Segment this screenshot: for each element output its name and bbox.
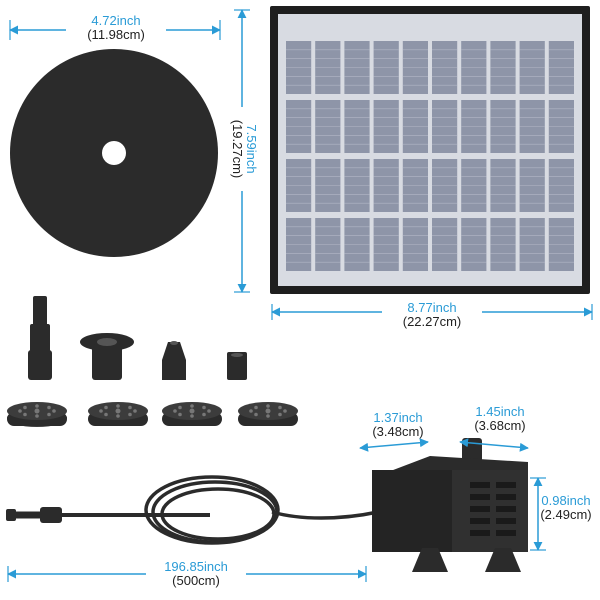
spray-hole — [35, 404, 39, 408]
panel-height-inch: 7.59inch — [244, 124, 259, 174]
pump-length-dimension-line — [359, 438, 429, 452]
spray-hole — [47, 412, 51, 417]
panel-width-label: 8.77inch (22.27cm) — [382, 300, 482, 330]
pump-width-label: 1.45inch (3.68cm) — [460, 404, 540, 434]
panel-height-cm: (19.27cm) — [229, 119, 245, 179]
spray-hole — [266, 414, 270, 418]
pump-suction-cup-left — [412, 548, 448, 572]
spray-head-holes — [18, 404, 287, 418]
nozzle-tall — [28, 296, 52, 380]
spray-hole — [23, 412, 27, 417]
vent-slot — [496, 518, 516, 524]
nozzle-short — [227, 352, 247, 380]
cable-length-inch: 196.85inch — [164, 559, 228, 574]
vent-slot — [496, 494, 516, 500]
pump-suction-cup-right — [485, 548, 521, 572]
spray-hole — [278, 405, 282, 410]
pump-length-inch: 1.37inch — [373, 410, 423, 425]
spray-head-1 — [7, 402, 67, 427]
spray-hole — [283, 409, 287, 413]
spray-hole — [265, 408, 271, 414]
spray-hole — [254, 405, 258, 410]
spray-hole — [35, 414, 39, 418]
spray-hole — [116, 404, 120, 408]
spray-hole — [207, 409, 211, 413]
spray-hole — [266, 404, 270, 408]
pump-width-dimension-line — [459, 438, 529, 452]
spray-hole — [190, 404, 194, 408]
water-pump — [372, 438, 528, 572]
spray-hole — [23, 405, 27, 410]
spray-hole — [104, 405, 108, 410]
spray-hole — [128, 412, 132, 417]
foam-disc — [10, 49, 218, 257]
spray-hole — [278, 412, 282, 417]
solar-panel — [270, 6, 590, 294]
spray-hole — [133, 409, 137, 413]
pump-height-cm: (2.49cm) — [540, 507, 592, 523]
vent-slot — [470, 482, 490, 488]
pump-width-inch: 1.45inch — [475, 404, 525, 419]
spray-hole — [249, 409, 253, 413]
pump-width-cm: (3.68cm) — [474, 418, 526, 434]
spray-hole — [202, 412, 206, 417]
spray-hole — [189, 408, 195, 414]
spray-hole — [99, 409, 103, 413]
spray-hole — [18, 409, 22, 413]
spray-hole — [116, 414, 120, 418]
spray-hole — [47, 405, 51, 410]
panel-width-cm: (22.27cm) — [402, 314, 462, 330]
panel-height-label: 7.59inch (19.27cm) — [226, 107, 259, 191]
spray-hole — [202, 405, 206, 410]
pump-length-cm: (3.48cm) — [372, 424, 424, 440]
spray-hole — [104, 412, 108, 417]
cable-length-cm: (500cm) — [172, 573, 220, 589]
cable-connector — [40, 507, 62, 523]
spray-hole — [128, 405, 132, 410]
pump-height-dimension-line — [530, 477, 546, 551]
power-cable — [6, 475, 379, 545]
spray-hole — [52, 409, 56, 413]
spray-hole — [178, 412, 182, 417]
vent-slot — [470, 494, 490, 500]
vent-slot — [470, 518, 490, 524]
vent-slot — [496, 482, 516, 488]
vent-slot — [496, 506, 516, 512]
spray-hole — [173, 409, 177, 413]
vent-slot — [496, 530, 516, 536]
pump-height-inch: 0.98inch — [541, 493, 591, 508]
solar-cells — [286, 41, 574, 271]
panel-width-inch: 8.77inch — [407, 300, 457, 315]
nozzle-bell — [80, 333, 134, 380]
disc-width-inch: 4.72inch — [91, 13, 141, 28]
disc-center-hole — [102, 141, 126, 165]
disc-width-label: 4.72inch (11.98cm) — [66, 13, 166, 43]
spray-hole — [34, 408, 40, 414]
cable-length-label: 196.85inch (500cm) — [146, 559, 246, 589]
spray-hole — [178, 405, 182, 410]
pump-height-label: 0.98inch (2.49cm) — [534, 493, 598, 523]
disc-width-cm: (11.98cm) — [87, 27, 145, 43]
nozzle-cone — [162, 341, 186, 380]
spray-hole — [115, 408, 121, 414]
pump-length-label: 1.37inch (3.48cm) — [358, 410, 438, 440]
pump-vent-slots — [470, 482, 516, 536]
vent-slot — [470, 530, 490, 536]
spray-hole — [254, 412, 258, 417]
vent-slot — [470, 506, 490, 512]
spray-hole — [190, 414, 194, 418]
